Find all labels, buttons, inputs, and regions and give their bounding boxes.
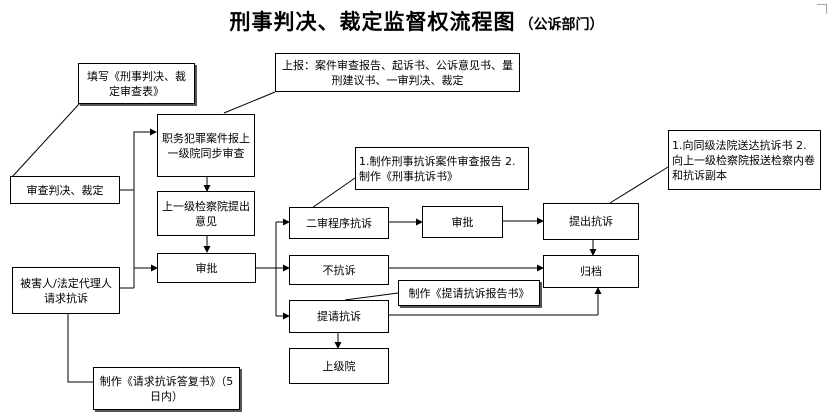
box-review-judgment: 审查判决、裁定	[10, 176, 120, 204]
connector-branch-duty	[133, 128, 157, 190]
box-no-protest: 不抗诉	[289, 255, 389, 285]
box-report: 上报：案件审查报告、起诉书、公诉意见书、量刑建议书、一审判决、裁定	[275, 53, 520, 92]
connector-victim-reply	[67, 314, 93, 383]
callout-fill-form	[11, 102, 81, 178]
callout-request-report	[344, 292, 399, 301]
callout-send-copies	[609, 166, 669, 204]
corner-mark	[817, 4, 827, 14]
box-upper-opinion: 上一级检察院提出意见	[157, 191, 255, 236]
callout-make-report	[308, 177, 356, 211]
box-submit-protest: 提请抗诉	[289, 300, 389, 333]
page-title-sub: （公诉部门）	[519, 17, 604, 33]
callout-report	[223, 91, 276, 114]
page-title: 刑事判决、裁定监督权流程图（公诉部门）	[0, 6, 833, 36]
box-reply-letter: 制作《请求抗诉答复书》（5日内）	[93, 367, 240, 410]
box-upper-court: 上级院	[289, 348, 389, 384]
box-approve2: 审批	[422, 206, 503, 238]
box-second-protest: 二审程序抗诉	[289, 207, 389, 239]
box-make-request-report: 制作《提请抗诉报告书》	[398, 280, 540, 306]
box-victim-request: 被害人/法定代理人请求抗诉	[12, 267, 120, 314]
page-title-main: 刑事判决、裁定监督权流程图	[229, 9, 516, 34]
box-archive: 归档	[543, 255, 639, 288]
box-file-protest: 提出抗诉	[543, 203, 639, 240]
box-send-copies: 1.向同级法院送达抗诉书 2.向上一级检察院报送检察内卷和抗诉副本	[668, 130, 821, 190]
box-fill-form: 填写《刑事判决、裁定审查表》	[78, 63, 195, 104]
box-duty-crime: 职务犯罪案件报上一级院同步审查	[157, 114, 255, 177]
box-approve-main: 审批	[157, 253, 256, 283]
box-make-report: 1.制作刑事抗诉案件审查报告 2.制作《刑事抗诉书》	[355, 147, 529, 190]
